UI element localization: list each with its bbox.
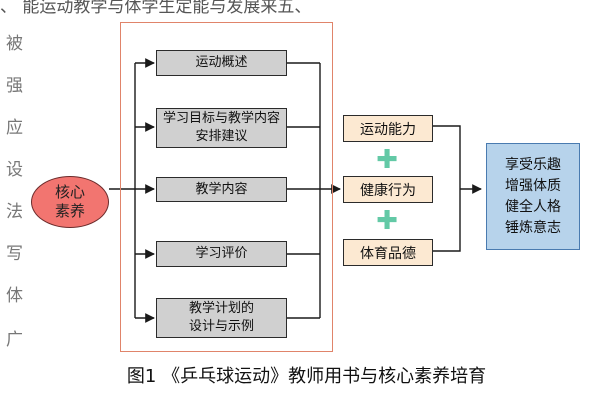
content-item-overview: 运动概述 bbox=[156, 50, 287, 76]
ability-motor-skill: 运动能力 bbox=[343, 115, 433, 142]
plus-icon: ✚ bbox=[376, 145, 398, 175]
ability-health-behavior: 健康行为 bbox=[343, 176, 433, 203]
ability-sports-ethics: 体育品德 bbox=[343, 239, 433, 266]
content-frame bbox=[120, 22, 333, 352]
content-item-evaluation: 学习评价 bbox=[156, 241, 287, 267]
side-text-char: 体 bbox=[6, 286, 23, 306]
outcome-box: 享受乐趣 增强体质 健全人格 锤炼意志 bbox=[486, 143, 580, 250]
core-literacy-node: 核心 素养 bbox=[31, 176, 109, 228]
figure-caption: 图1 《乒乓球运动》教师用书与核心素养培育 bbox=[126, 366, 487, 387]
side-text-char: 应 bbox=[6, 118, 23, 138]
side-text-char: 设 bbox=[6, 160, 23, 180]
top-cropped-text: 、 能运动教学与体学生定能与发展来五、 bbox=[0, 0, 312, 17]
content-item-objectives: 学习目标与教学内容 安排建议 bbox=[156, 108, 287, 148]
side-text-char: 被 bbox=[6, 34, 23, 54]
abilities-bracket-line bbox=[433, 125, 461, 252]
side-text-char: 广 bbox=[6, 330, 23, 350]
side-text-char: 法 bbox=[6, 202, 23, 222]
side-text-char: 写 bbox=[6, 244, 23, 264]
plus-icon: ✚ bbox=[376, 206, 398, 236]
side-text-char: 强 bbox=[6, 76, 23, 96]
content-item-plan-design: 教学计划的 设计与示例 bbox=[156, 298, 287, 338]
content-item-teaching-content: 教学内容 bbox=[156, 177, 287, 202]
